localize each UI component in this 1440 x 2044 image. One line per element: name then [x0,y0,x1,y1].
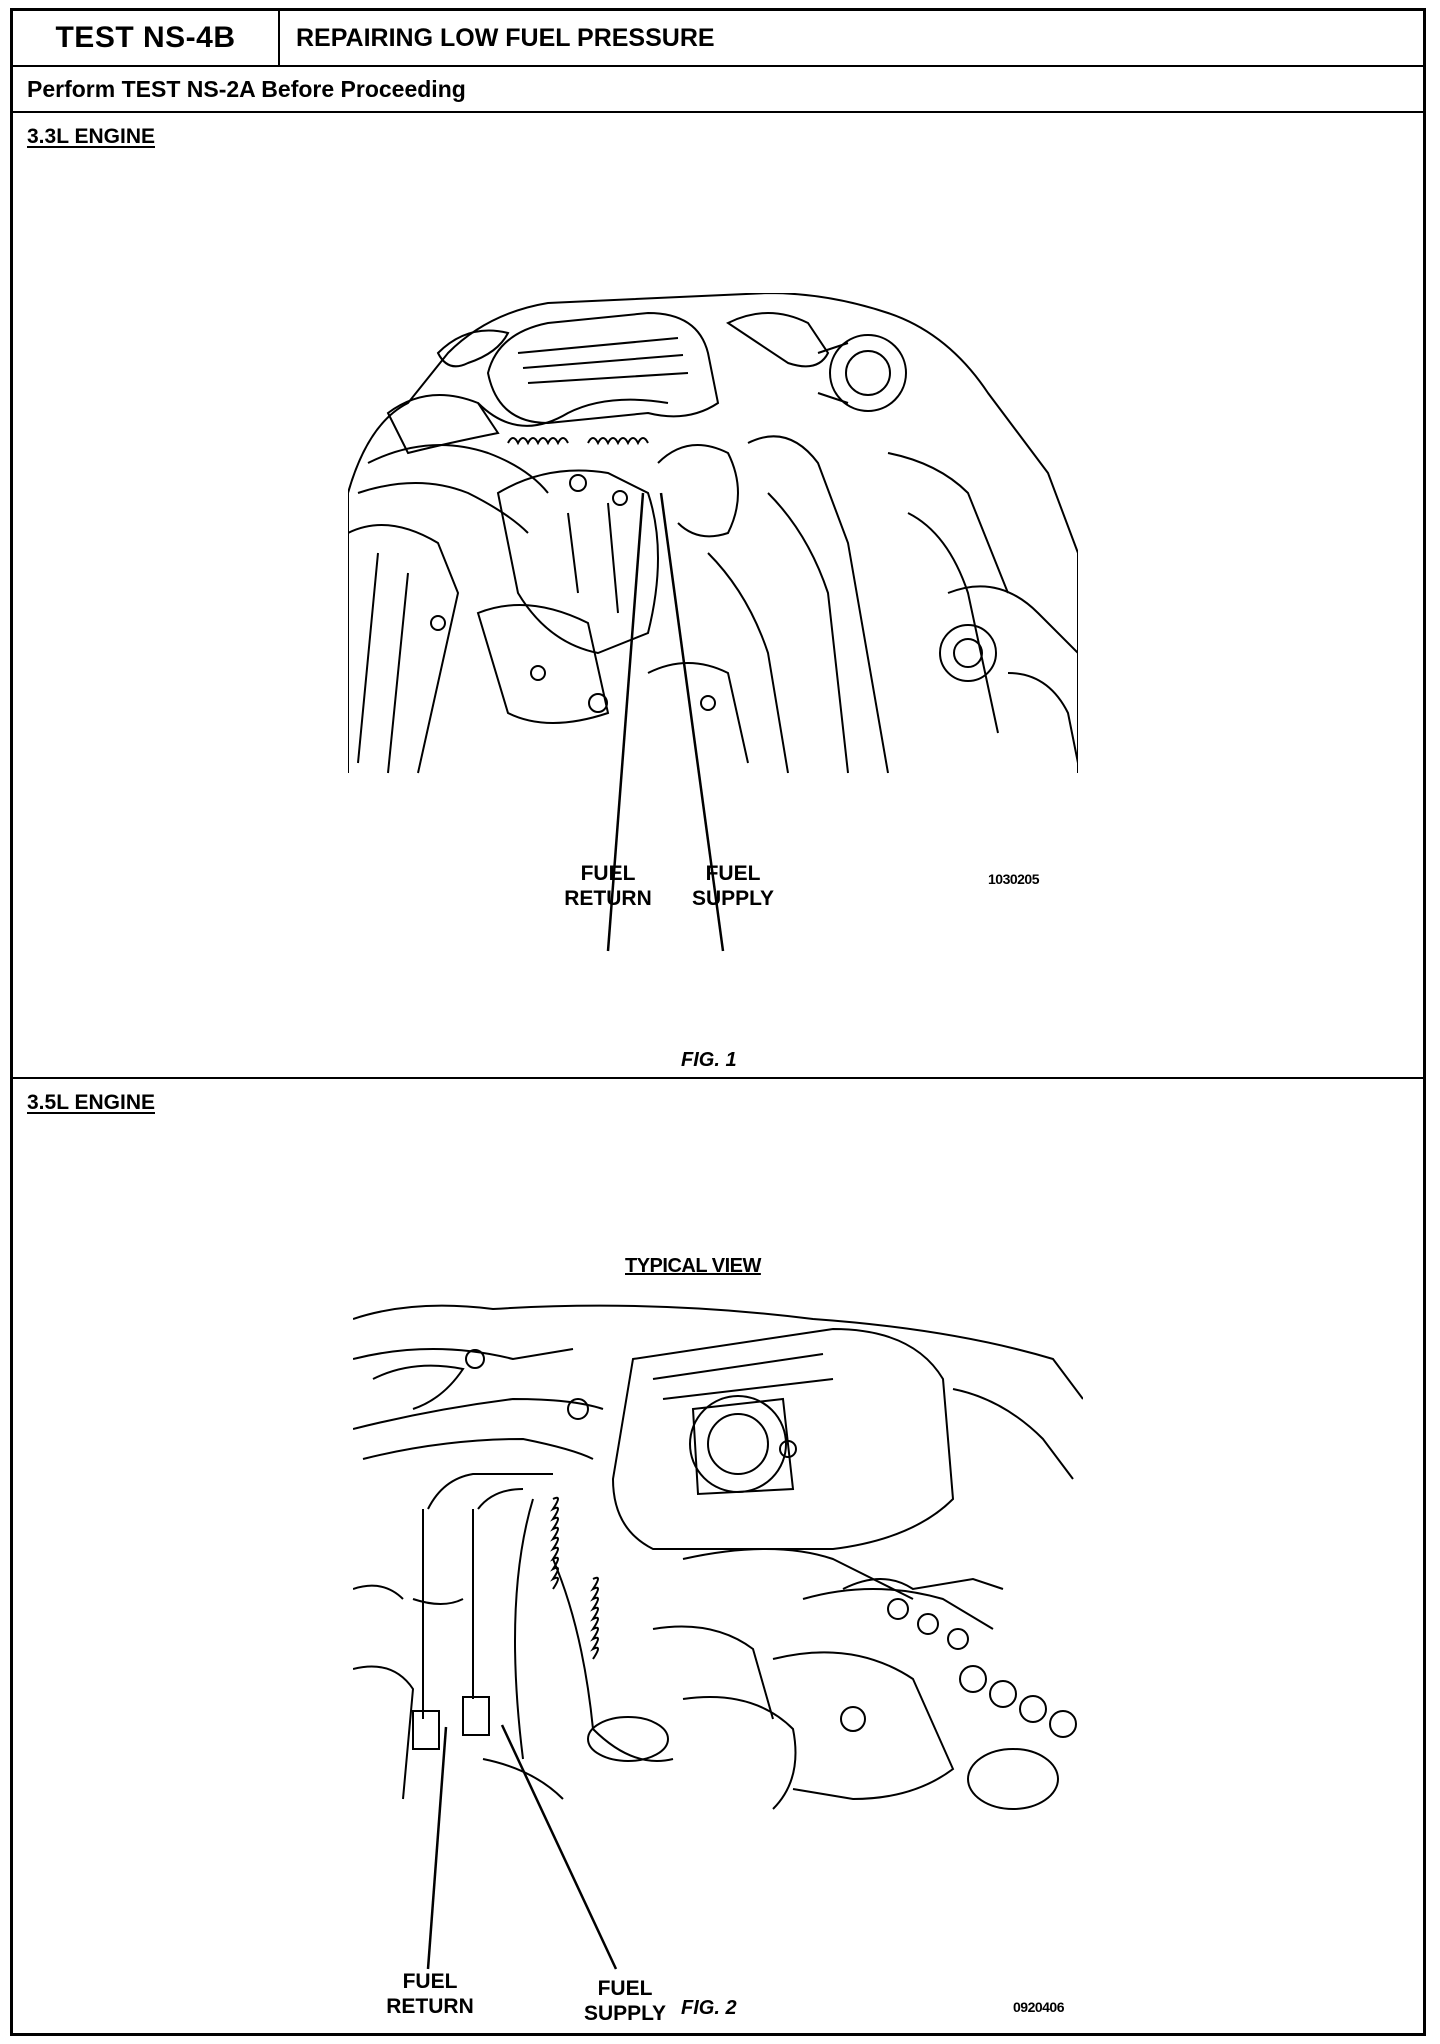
fig1-callout-fuel-return: FUEL RETURN [564,862,652,910]
fig2-callout-fuel-return: FUEL RETURN [386,1970,474,2018]
test-id: TEST NS-4B [13,11,280,65]
test-title: REPAIRING LOW FUEL PRESSURE [296,23,715,52]
section-label: 3.5L ENGINE [27,1091,155,1114]
fig2-caption: FIG. 2 [681,1997,737,2019]
engine-3-3l-illustration [348,293,1078,774]
fig1-callout-fuel-supply: FUEL SUPPLY [691,862,775,910]
section-3-3l-engine: 3.3L ENGINE [13,113,1423,1079]
engine-3-5l-illustration [353,1304,1083,1810]
section-3-5l-engine: 3.5L ENGINE TYPICAL VIEW [13,1079,1423,2036]
prerequisite-row: Perform TEST NS-2A Before Proceeding [13,67,1423,113]
fig1-leader-lines [606,492,725,952]
fig2-image-code: 0920406 [1013,1999,1065,2015]
section-label: 3.3L ENGINE [27,125,155,148]
test-sheet-frame: TEST NS-4B REPAIRING LOW FUEL PRESSURE P… [10,8,1426,2036]
fig2-leader-lines [426,1724,618,1970]
header-row: TEST NS-4B REPAIRING LOW FUEL PRESSURE [13,11,1423,67]
fig1-caption: FIG. 1 [681,1049,737,1071]
typical-view-label: TYPICAL VIEW [625,1255,761,1277]
fig1-image-code: 1030205 [988,871,1040,887]
fig2-callout-fuel-supply: FUEL SUPPLY [583,1977,667,2025]
